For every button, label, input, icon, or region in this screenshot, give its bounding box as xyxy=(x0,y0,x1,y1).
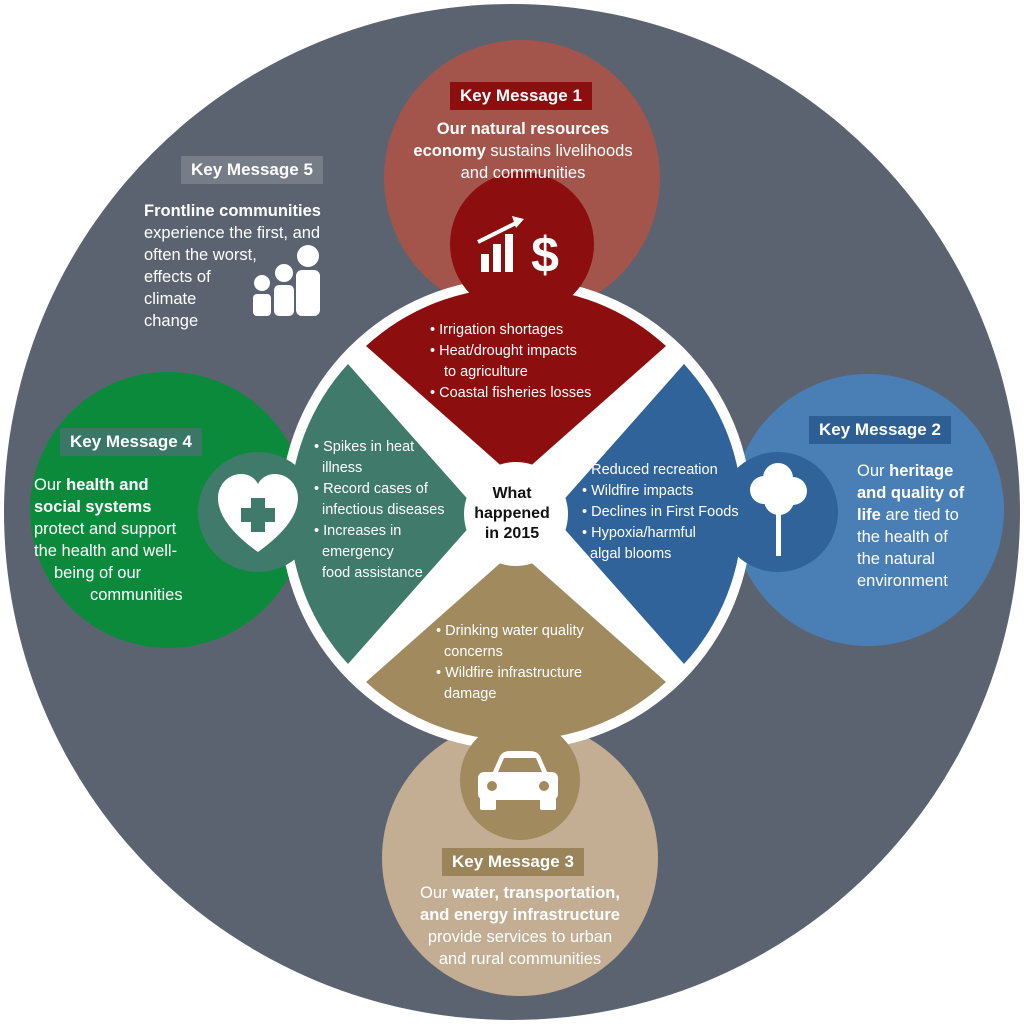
km4-rest-4: communities xyxy=(90,586,183,604)
km1-badge: Key Message 1 xyxy=(450,82,592,110)
list-item: • Reduced recreation xyxy=(582,462,718,478)
car-icon xyxy=(478,751,558,810)
svg-text:$: $ xyxy=(531,227,559,283)
list-item: • Declines in First Foods xyxy=(582,504,739,520)
km2-bold-1: heritage xyxy=(889,462,954,480)
km1-rest: sustains livelihoods xyxy=(490,142,633,160)
list-item: to agriculture xyxy=(444,364,528,380)
km1-message: Our natural resources economy sustains l… xyxy=(398,118,648,184)
list-item: emergency xyxy=(322,544,394,560)
km3-badge: Key Message 3 xyxy=(442,848,584,876)
list-item: • Record cases of xyxy=(314,481,428,497)
km4-badge: Key Message 4 xyxy=(60,428,202,456)
km2-bold-2: and quality of xyxy=(857,484,965,502)
center-label: What happened in 2015 xyxy=(470,484,554,544)
km1-rest-2: and communities xyxy=(460,164,586,182)
km1-bold: Our natural resources xyxy=(436,120,610,138)
km2-rest-4: environment xyxy=(857,572,948,590)
km4-message: Our health and social systems protect an… xyxy=(34,474,214,606)
km2-plain-1: Our xyxy=(857,462,885,480)
km3-message: Our water, transportation, and energy in… xyxy=(388,882,652,970)
km5-rest-3: effects of xyxy=(144,268,211,286)
km2-rest-2: the health of xyxy=(857,528,948,546)
quadrant-sectors xyxy=(289,287,743,741)
list-item: food assistance xyxy=(322,565,423,581)
list-item: • Wildfire infrastructure xyxy=(436,665,583,681)
km1-bold-2: economy xyxy=(413,142,486,160)
list-item: • Increases in xyxy=(314,523,402,539)
km4-bullets: • Spikes in heat illness • Record cases … xyxy=(314,437,445,584)
km2-bold-3: life xyxy=(857,506,881,524)
list-item: • Drinking water quality xyxy=(436,623,584,639)
list-item: • Coastal fisheries losses xyxy=(430,385,592,401)
km3-bullets: • Drinking water quality concerns • Wild… xyxy=(436,621,584,705)
km5-rest-5: change xyxy=(144,312,199,330)
center-line-1: What xyxy=(492,485,532,502)
km3-rest-2: and rural communities xyxy=(438,950,602,968)
quadrant-right xyxy=(560,364,743,664)
km5-rest-2: often the worst, xyxy=(144,246,257,264)
km3-rest-1: provide services to urban xyxy=(427,928,613,946)
km3-bold-1: water, transportation, xyxy=(452,884,620,902)
quadrant-top xyxy=(366,287,666,470)
km3-plain-1: Our xyxy=(420,884,448,902)
km2-bullets: • Reduced recreation • Wildfire impacts … xyxy=(582,460,739,565)
km3-bold-2: and energy infrastructure xyxy=(420,906,620,924)
center-line-3: in 2015 xyxy=(484,525,540,542)
km4-plain-1: Our xyxy=(34,476,62,494)
km5-rest-1: experience the first, and xyxy=(144,224,321,242)
quadrant-left xyxy=(289,364,472,664)
people-group-icon xyxy=(253,245,320,316)
list-item: infectious diseases xyxy=(322,502,445,518)
km4-rest-2: the health and well- xyxy=(34,542,178,560)
km4-bold-1: health and xyxy=(66,476,149,494)
km1-icon-circle xyxy=(450,172,594,316)
list-item: illness xyxy=(322,460,363,476)
heart-cross-icon xyxy=(218,474,298,552)
km5-bold-1: Frontline communities xyxy=(144,202,321,220)
list-item: concerns xyxy=(444,644,503,660)
center-line-2: happened xyxy=(474,505,550,522)
km5-rest-4: climate xyxy=(144,290,197,308)
km2-rest-3: the natural xyxy=(857,550,935,568)
list-item: • Hypoxia/harmful xyxy=(582,525,696,541)
list-item: • Wildfire impacts xyxy=(582,483,694,499)
km1-bullets: • Irrigation shortages • Heat/drought im… xyxy=(430,320,591,404)
quadrant-bottom xyxy=(366,558,666,741)
tree-icon xyxy=(750,463,807,556)
economy-chart-dollar-icon: $ xyxy=(477,216,559,283)
list-item: algal blooms xyxy=(590,546,672,562)
list-item: • Irrigation shortages xyxy=(430,322,564,338)
km5-message: Frontline communities experience the fir… xyxy=(144,200,354,332)
km4-rest-3: being of our xyxy=(54,564,142,582)
center-circle xyxy=(464,462,568,566)
km2-message: Our heritage and quality of life are tie… xyxy=(857,460,1007,592)
list-item: damage xyxy=(444,686,497,702)
km5-badge: Key Message 5 xyxy=(181,156,323,184)
list-item: • Spikes in heat xyxy=(314,439,415,455)
list-item: • Heat/drought impacts xyxy=(430,343,577,359)
km4-rest-1: protect and support xyxy=(34,520,177,538)
km4-bold-2: social systems xyxy=(34,498,152,516)
km2-badge: Key Message 2 xyxy=(809,416,951,444)
km2-rest-1: are tied to xyxy=(885,506,959,524)
